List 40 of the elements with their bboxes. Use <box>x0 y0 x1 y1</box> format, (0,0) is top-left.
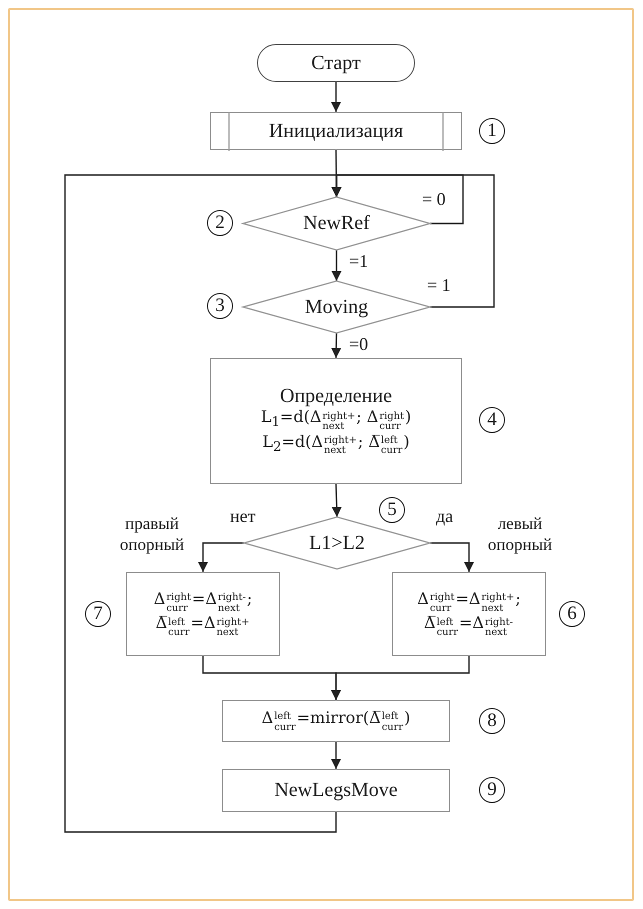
arrow <box>331 332 342 358</box>
node-text: L1>L2 <box>309 532 365 554</box>
branch-note: правый опорный <box>118 513 186 556</box>
process-box <box>222 769 450 812</box>
arrow <box>430 542 474 572</box>
node-text: Moving <box>304 296 368 318</box>
step-number: 6 <box>559 601 585 627</box>
formula-text: Δ$^{left}$$_{curr}$=mirror(Δ̅$^{left}$$_{curr}$) <box>262 708 410 734</box>
start-terminal <box>257 44 415 82</box>
step-number: 8 <box>479 708 505 734</box>
process-box <box>210 358 462 484</box>
process-box <box>126 572 280 656</box>
node-text: Инициализация <box>268 120 404 142</box>
step-number: 1 <box>479 118 505 144</box>
formula-text: L$_{1}$=d(Δ$^{right+}$$_{next}$; Δ$^{right}$$_{curr}$) <box>260 408 412 432</box>
step-number: 4 <box>479 407 505 433</box>
node-heading: Определение <box>280 385 392 408</box>
arrow <box>331 656 470 700</box>
step-number: 5 <box>379 497 405 523</box>
step-number: 7 <box>85 601 111 627</box>
decision-diamond <box>243 197 430 250</box>
node-text: NewRef <box>303 212 370 235</box>
process-box <box>392 572 546 656</box>
step-number: 9 <box>479 777 505 803</box>
arrow <box>332 250 342 281</box>
branch-note: левый опорный <box>486 513 554 556</box>
arrow <box>332 484 342 518</box>
step-number: 3 <box>207 293 233 319</box>
arrow <box>198 542 244 572</box>
subroutine-box <box>210 112 462 150</box>
formula-text: L$_{2}$=d(Δ$^{right+}$$_{next}$; Δ̅$^{left}$$_{curr}$) <box>262 432 410 457</box>
process-box <box>222 700 450 742</box>
step-number: 2 <box>207 210 233 236</box>
arrow <box>331 742 341 769</box>
node-text: NewLegsMove <box>274 779 398 802</box>
arrow <box>331 82 341 112</box>
formula-text: Δ$^{right}$$_{curr}$=Δ$^{right+}$$_{next}$; <box>417 590 521 614</box>
arrow <box>64 174 342 833</box>
node-text: Старт <box>311 52 361 74</box>
formula-text: Δ$^{right}$$_{curr}$=Δ$^{right-}$$_{next}$; <box>154 590 252 614</box>
